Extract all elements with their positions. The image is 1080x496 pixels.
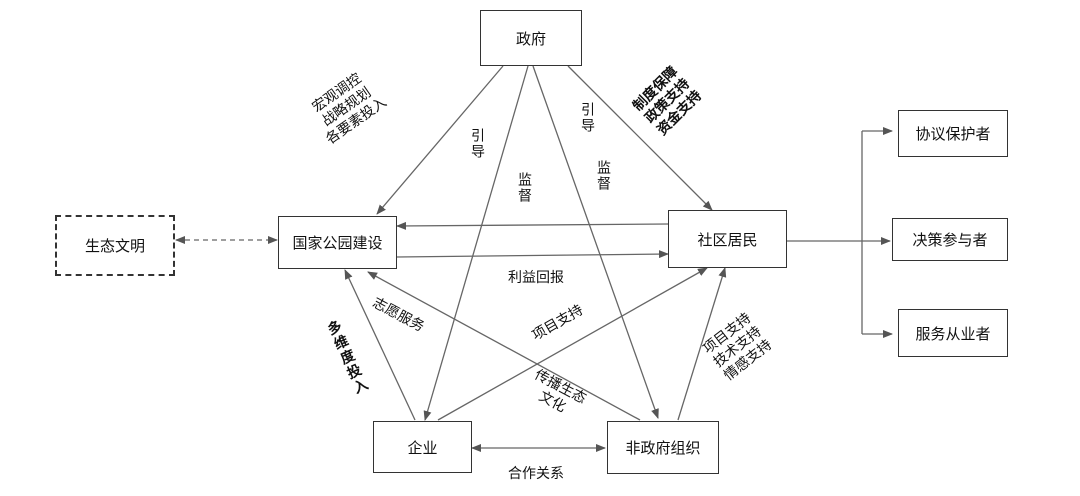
edge-gov-ngo [532, 65, 659, 419]
label-supervise-right: 监督 [595, 160, 611, 192]
edge-ngo-park [367, 271, 641, 421]
edge-community-park [396, 221, 669, 230]
edge-gov-community [567, 65, 713, 211]
label-benefit-return: 利益回报 [508, 270, 564, 286]
edge-ngo-community [677, 267, 727, 421]
node-ngo: 非政府组织 [607, 421, 719, 474]
label-guide-right: 引导 [579, 102, 595, 134]
node-agreement-protector: 协议保护者 [898, 110, 1008, 157]
label-supervise-left: 监督 [516, 172, 532, 204]
node-decision-participant: 决策参与者 [892, 218, 1008, 261]
node-enterprise: 企业 [373, 421, 472, 473]
edge-park-community [396, 250, 669, 259]
edge-gov-park [376, 65, 504, 215]
node-park: 国家公园建设 [278, 216, 397, 269]
label-cooperation: 合作关系 [508, 466, 564, 482]
edge-enterprise-park [344, 269, 416, 421]
node-eco-civilization: 生态文明 [55, 215, 175, 276]
edge-gov-enterprise [423, 65, 529, 421]
label-guide-left: 引导 [469, 128, 485, 160]
node-government: 政府 [480, 10, 582, 66]
node-service-practitioner: 服务从业者 [898, 309, 1008, 357]
edge-enterprise-community [437, 267, 708, 421]
node-community: 社区居民 [668, 210, 787, 268]
